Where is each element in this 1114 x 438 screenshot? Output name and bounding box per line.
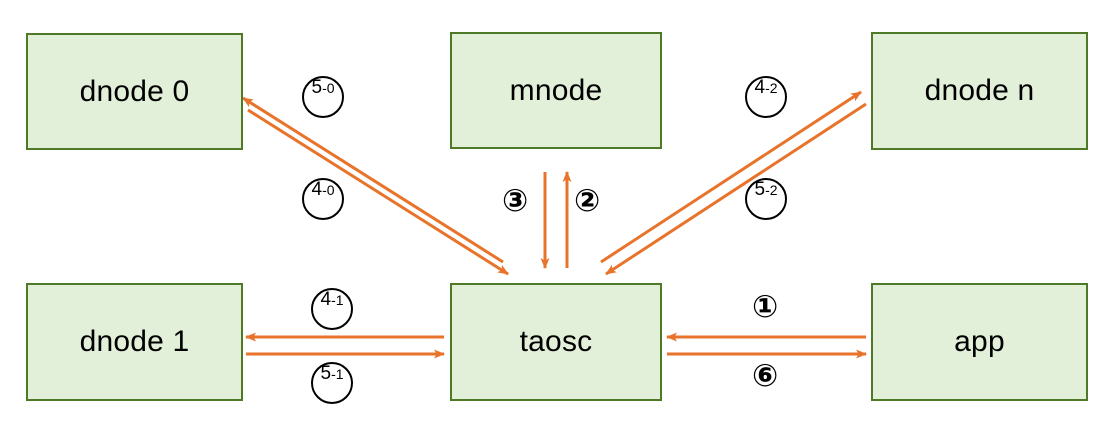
edge-label-3: ③ <box>502 183 529 219</box>
edge-label-4-1-sub: -1 <box>331 292 344 308</box>
edge-label-5-1-sub: -1 <box>331 366 344 382</box>
node-dnode-0[interactable]: dnode 0 <box>26 33 243 150</box>
edge-label-5-1-main: 5 <box>320 363 332 384</box>
edge-label-5-2-main: 5 <box>754 179 766 200</box>
node-dnode-1[interactable]: dnode 1 <box>26 283 243 401</box>
edge-label-4-2-sub: -2 <box>765 80 778 96</box>
edge-label-1: ① <box>752 289 779 325</box>
edge-label-6: ⑥ <box>752 358 779 394</box>
node-label-taosc: taosc <box>519 325 593 358</box>
edge-label-4-1-main: 4 <box>320 289 332 310</box>
edge-label-2: ② <box>574 183 601 219</box>
edge-label-5-0: 5-0 <box>302 76 344 118</box>
edge-label-4-0-sub: -0 <box>322 182 335 198</box>
node-label-app: app <box>954 325 1005 358</box>
node-label-mnode: mnode <box>509 73 603 107</box>
node-label-dnode-0: dnode 0 <box>79 74 190 108</box>
node-label-dnode-n: dnode n <box>924 74 1035 107</box>
edge-label-5-0-sub: -0 <box>322 80 335 96</box>
node-dnode-n[interactable]: dnode n <box>871 32 1088 150</box>
edge-label-4-0-main: 4 <box>311 179 323 200</box>
edge-label-4-0: 4-0 <box>302 178 344 220</box>
edge-label-5-2-sub: -2 <box>765 182 778 198</box>
edge-label-5-1: 5-1 <box>311 362 353 404</box>
node-taosc[interactable]: taosc <box>450 283 662 401</box>
edge-label-5-2: 5-2 <box>745 178 787 220</box>
edge-label-4-1: 4-1 <box>311 288 353 330</box>
edge-label-5-0-main: 5 <box>311 77 323 98</box>
node-app[interactable]: app <box>871 283 1088 401</box>
edge-label-4-2-main: 4 <box>754 77 766 98</box>
edge-label-4-2: 4-2 <box>745 76 787 118</box>
node-label-dnode-1: dnode 1 <box>79 325 190 358</box>
node-mnode[interactable]: mnode <box>450 32 662 149</box>
